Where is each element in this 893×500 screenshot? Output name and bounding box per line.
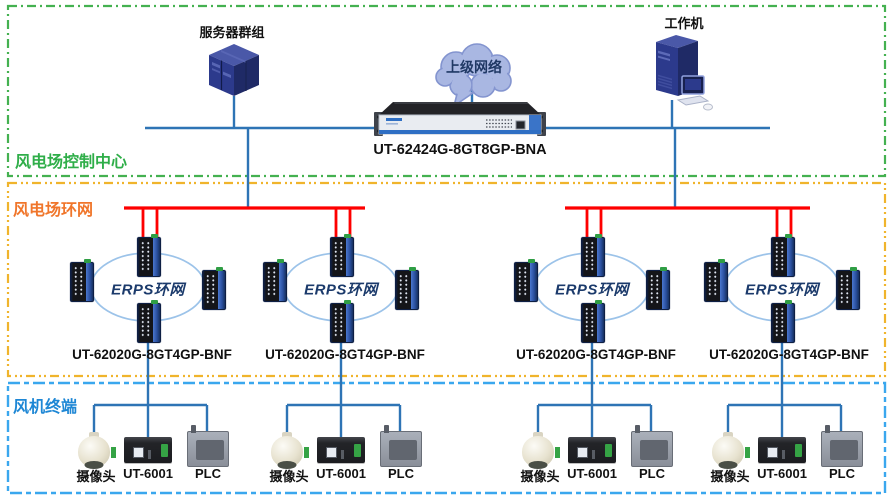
plc-label: PLC bbox=[639, 466, 665, 481]
ring4-switch-left-icon bbox=[704, 259, 728, 302]
serial-server-icon bbox=[758, 437, 806, 463]
plc-icon bbox=[821, 425, 863, 467]
ring2-switch-left-icon bbox=[263, 259, 287, 302]
workstation-label: 工作机 bbox=[664, 16, 704, 31]
serial-server-label: UT-6001 bbox=[757, 466, 807, 481]
ring2-switch-bottom-icon bbox=[330, 300, 354, 343]
ring3-erps-label: ERPS环网 bbox=[555, 281, 629, 299]
ring1-erps-label: ERPS环网 bbox=[111, 281, 185, 299]
ring1-switch-bottom-icon bbox=[137, 300, 161, 343]
plc-icon bbox=[187, 425, 229, 467]
plc-label: PLC bbox=[195, 466, 221, 481]
turbine-terminal-border bbox=[6, 381, 887, 495]
ring1-device-label: UT-62020G-8GT4GP-BNF bbox=[72, 347, 232, 362]
ring4-switch-right-icon bbox=[836, 267, 860, 310]
section-label-control-center: 风电场控制中心 bbox=[15, 154, 128, 171]
ring2-switch-top-icon bbox=[330, 234, 354, 277]
red-ring-drops bbox=[141, 207, 793, 242]
serial-server-label: UT-6001 bbox=[316, 466, 366, 481]
camera-icon bbox=[711, 432, 745, 470]
plc-icon bbox=[380, 425, 422, 467]
terminal-lines-1 bbox=[92, 341, 209, 439]
ring4-erps-label: ERPS环网 bbox=[745, 281, 819, 299]
ring2-erps-label: ERPS环网 bbox=[304, 281, 378, 299]
ring3-switch-bottom-icon bbox=[581, 300, 605, 343]
serial-server-icon bbox=[124, 437, 172, 463]
ring1-switch-right-icon bbox=[202, 267, 226, 310]
ring3-switch-top-icon bbox=[581, 234, 605, 277]
ring3-device-label: UT-62020G-8GT4GP-BNF bbox=[516, 347, 676, 362]
ring2-device-label: UT-62020G-8GT4GP-BNF bbox=[265, 347, 425, 362]
upper-network-label: 上级网络 bbox=[446, 59, 502, 75]
server-cluster-label: 服务器群组 bbox=[199, 25, 265, 40]
workstation-icon bbox=[642, 30, 714, 117]
ring4-device-label: UT-62020G-8GT4GP-BNF bbox=[709, 347, 869, 362]
section-label-ring-network: 风电场环网 bbox=[13, 202, 94, 219]
terminal-lines-2 bbox=[285, 341, 402, 439]
ring2-switch-right-icon bbox=[395, 267, 419, 310]
ring3-switch-right-icon bbox=[646, 267, 670, 310]
control-center-border bbox=[6, 4, 887, 178]
camera-label: 摄像头 bbox=[710, 469, 750, 484]
server-cluster-icon bbox=[205, 42, 263, 105]
section-label-turbine-terminal: 风机终端 bbox=[13, 399, 78, 416]
plc-icon bbox=[631, 425, 673, 467]
camera-icon bbox=[77, 432, 111, 470]
upper-network-cloud-icon bbox=[428, 40, 520, 113]
core-switch-icon bbox=[374, 98, 546, 147]
terminal-lines-3 bbox=[536, 341, 653, 439]
serial-server-label: UT-6001 bbox=[123, 466, 173, 481]
ring1-switch-left-icon bbox=[70, 259, 94, 302]
ring4-switch-bottom-icon bbox=[771, 300, 795, 343]
red-ring-bus-lines bbox=[124, 206, 810, 242]
plc-label: PLC bbox=[829, 466, 855, 481]
ring4-switch-top-icon bbox=[771, 234, 795, 277]
camera-label: 摄像头 bbox=[76, 469, 116, 484]
camera-icon bbox=[270, 432, 304, 470]
camera-label: 摄像头 bbox=[269, 469, 309, 484]
terminal-lines-4 bbox=[726, 341, 843, 439]
ring1-switch-top-icon bbox=[137, 234, 161, 277]
serial-server-label: UT-6001 bbox=[567, 466, 617, 481]
core-switch-label: UT-62424G-8GT8GP-BNA bbox=[373, 142, 547, 158]
ring3-switch-left-icon bbox=[514, 259, 538, 302]
serial-server-icon bbox=[568, 437, 616, 463]
ring-network-border bbox=[6, 181, 887, 378]
plc-label: PLC bbox=[388, 466, 414, 481]
serial-server-icon bbox=[317, 437, 365, 463]
camera-label: 摄像头 bbox=[520, 469, 560, 484]
camera-icon bbox=[521, 432, 555, 470]
